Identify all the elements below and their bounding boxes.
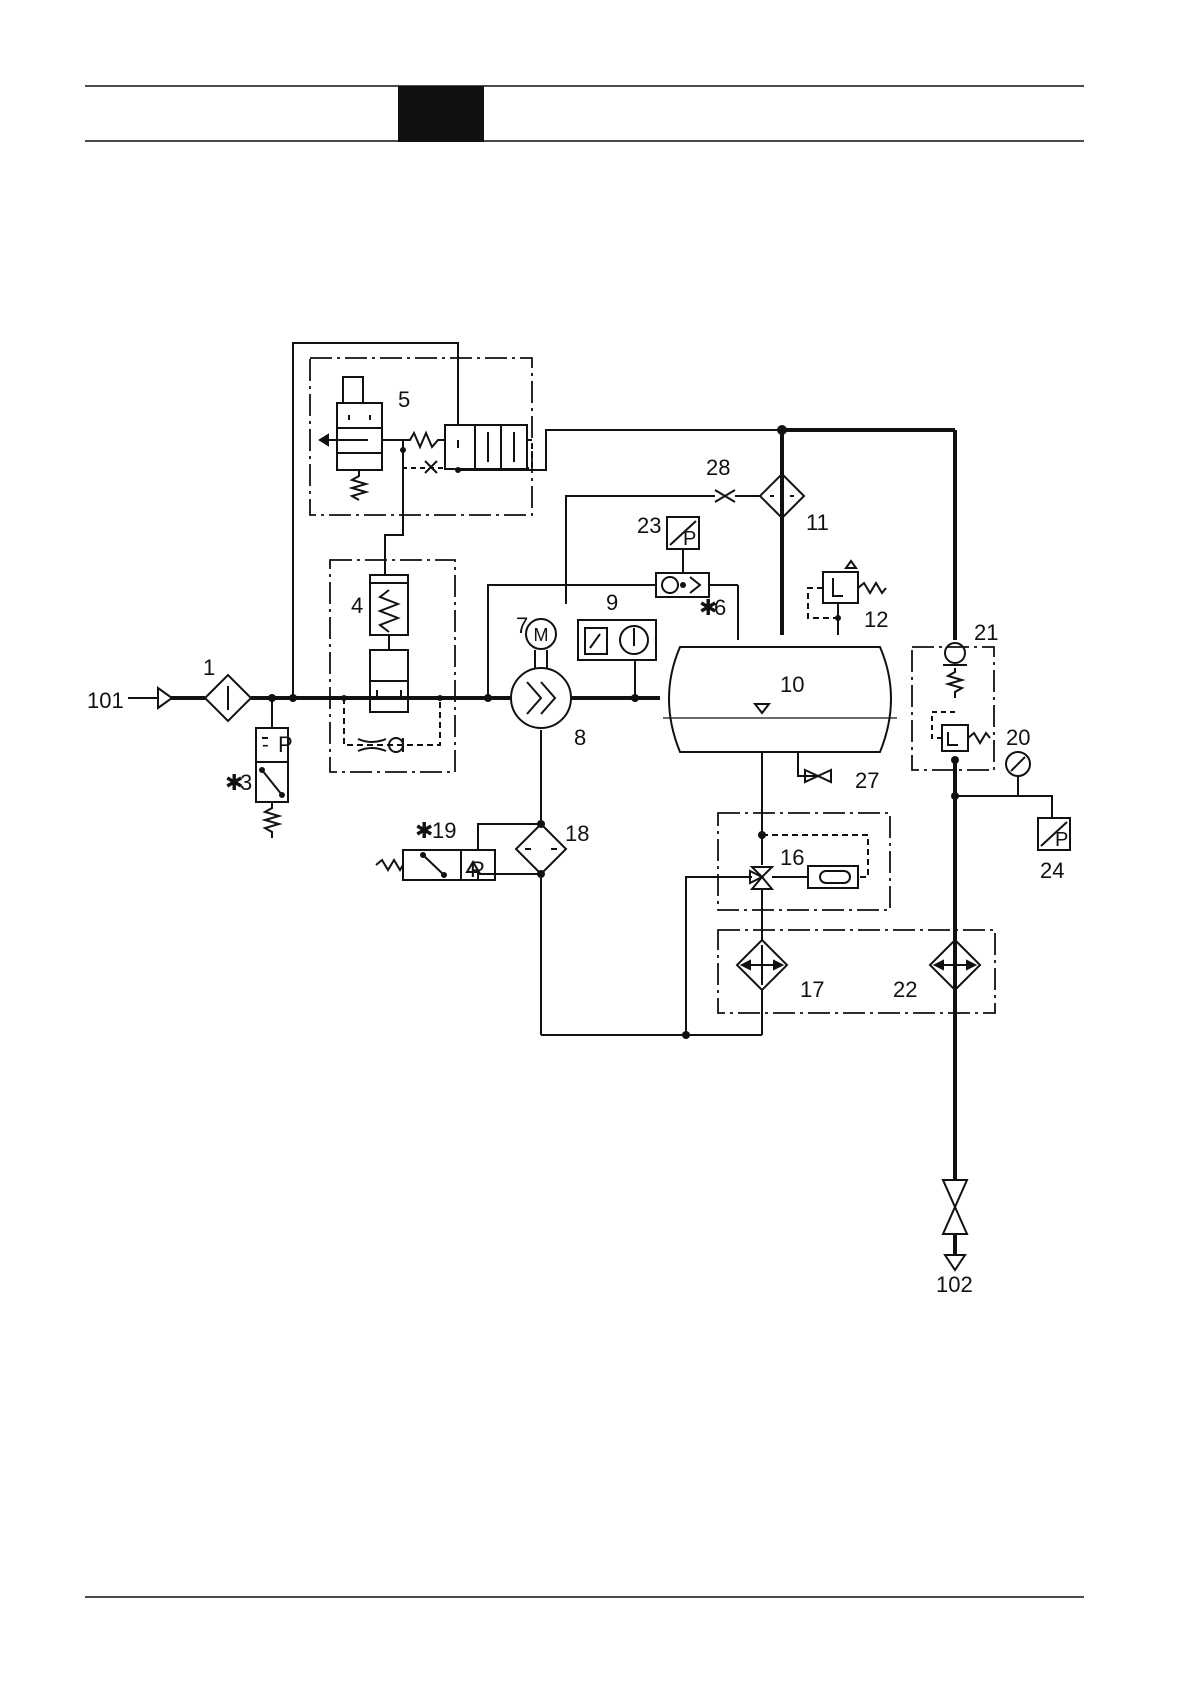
symbol-p-24: P: [1055, 829, 1068, 851]
gauge-9-icon: [578, 620, 656, 660]
label-23: 23: [637, 513, 661, 538]
label-24: 24: [1040, 858, 1064, 883]
optional-mark-19: ✱: [415, 818, 433, 843]
symbol-p-3: P: [278, 732, 293, 757]
symbol-p-19: P: [470, 857, 485, 882]
label-11: 11: [806, 510, 829, 535]
label-9: 9: [606, 590, 618, 615]
min-pressure-valve-21-icon: [932, 643, 990, 751]
label-27: 27: [855, 768, 879, 793]
pressure-gauge-20-icon: [1006, 752, 1030, 776]
compressor-8-icon: [511, 650, 571, 728]
oil-cooler-17-icon: [737, 940, 787, 990]
main-pipes: [170, 430, 955, 1255]
orifice-28-icon: [715, 490, 735, 502]
oil-filter-18-icon: [516, 824, 566, 874]
label-12: 12: [864, 607, 888, 632]
outlet-arrow-icon: [945, 1255, 965, 1270]
label-18: 18: [565, 821, 589, 846]
symbol-minus-3: -: [262, 734, 269, 756]
thermostatic-valve-16-icon: [750, 835, 868, 889]
outlet-valve-icon: [943, 1180, 967, 1234]
enclosure-4: [330, 560, 455, 772]
label-21: 21: [974, 620, 998, 645]
junction-dots: [268, 425, 959, 1039]
header-tab: [398, 86, 484, 142]
label-101: 101: [87, 688, 124, 713]
label-4: 4: [351, 593, 363, 618]
label-102: 102: [936, 1272, 973, 1297]
tank-10-icon: [663, 647, 897, 752]
label-5: 5: [398, 387, 410, 412]
label-7: 7: [516, 613, 528, 638]
label-3: 3: [240, 770, 252, 795]
air-cooler-22-icon: [930, 940, 980, 990]
solenoid-valve-5-icon: [320, 377, 532, 500]
label-19: 19: [432, 818, 456, 843]
label-10: 10: [780, 672, 804, 697]
symbol-p-23: P: [683, 528, 696, 550]
pilot-lines: [128, 343, 1052, 1035]
label-16: 16: [780, 845, 804, 870]
label-28: 28: [706, 455, 730, 480]
enclosures: [310, 358, 995, 1013]
label-8: 8: [574, 725, 586, 750]
symbol-m-7: M: [534, 625, 549, 645]
label-17: 17: [800, 977, 824, 1002]
label-22: 22: [893, 977, 917, 1002]
label-1: 1: [203, 655, 215, 680]
label-20: 20: [1006, 725, 1030, 750]
label-6: 6: [714, 595, 726, 620]
filter-1-icon: [205, 675, 251, 721]
inlet-arrow-icon: [158, 688, 172, 708]
